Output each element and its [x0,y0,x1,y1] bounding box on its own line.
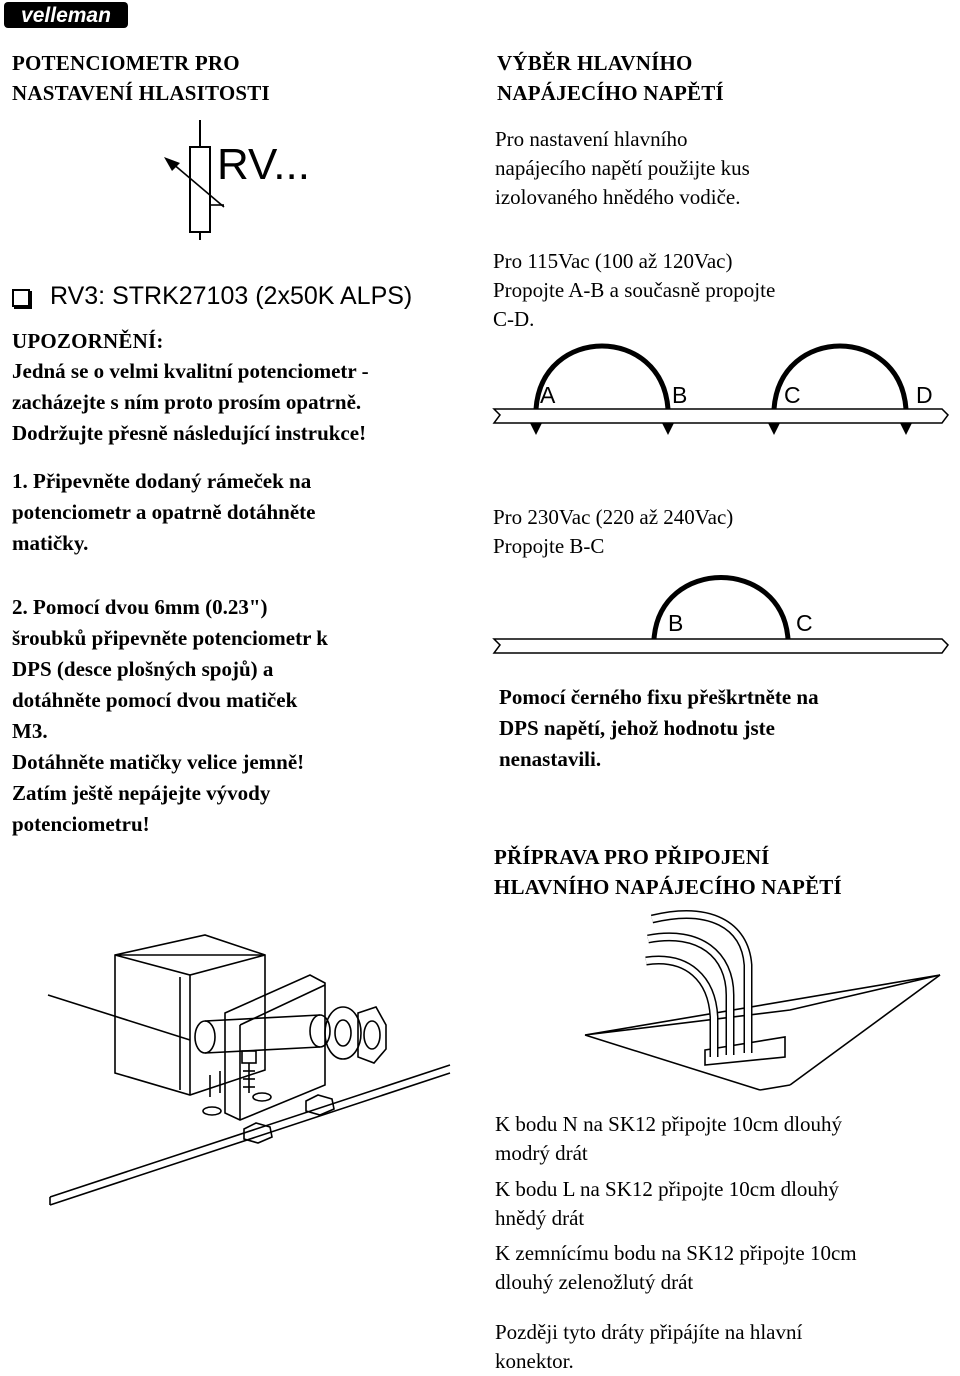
wire-instruction-n: K bodu N na SK12 připojte 10cm dlouhý mo… [495,1112,843,1165]
v115-instructions: Pro 115Vac (100 až 120Vac) Propojte A-B … [493,249,776,331]
svg-text:velleman: velleman [21,4,111,27]
variable-resistor-symbol [164,120,225,240]
warning-heading: UPOZORNĚNÍ: [12,329,164,353]
wire-instruction-l: K bodu L na SK12 připojte 10cm dlouhý hn… [495,1177,839,1230]
voltage-heading: VÝBĚR HLAVNÍHO NAPÁJECÍHO NAPĚTÍ [497,51,724,105]
symbol-label: RV... [217,140,310,189]
step-2: 2. Pomocí dvou 6mm (0.23") šroubků připe… [12,595,328,836]
wire-instruction-ground: K zemnícímu bodu na SK12 připojte 10cm d… [495,1241,857,1294]
diagram1-label-d: D [916,382,933,408]
wiring-diagram-230v: B C [492,575,949,654]
potentiometer-mounting-illustration [47,934,451,1206]
part-line: RV3: STRK27103 (2x50K ALPS) [50,282,413,310]
prep-heading: PŘÍPRAVA PRO PŘIPOJENÍ HLAVNÍHO NAPÁJECÍ… [494,845,842,899]
wire-instruction-later: Později tyto dráty připájíte na hlavní k… [495,1320,803,1373]
diagram1-label-a: A [540,382,556,408]
step-1: 1. Připevněte dodaný rámeček na potencio… [12,469,316,555]
diagram2-label-b: B [668,610,683,636]
velleman-logo: velleman [4,2,128,28]
pot-heading: POTENCIOMETR PRO NASTAVENÍ HLASITOSTI [12,51,270,105]
diagram1-label-c: C [784,382,801,408]
voltage-intro: Pro nastavení hlavního napájecího napětí… [495,127,750,209]
v230-instructions: Pro 230Vac (220 až 240Vac) Propojte B-C [493,505,734,558]
wiring-diagram-115v: A B C D [492,343,949,435]
marker-instructions: Pomocí černého fixu přeškrtněte na DPS n… [499,685,819,771]
diagram2-label-c: C [796,610,813,636]
warning-text: Jedná se o velmi kvalitní potenciometr -… [12,359,369,445]
wires-illustration [584,910,941,1091]
diagram1-label-b: B [672,382,687,408]
checkbox-icon [12,289,30,307]
